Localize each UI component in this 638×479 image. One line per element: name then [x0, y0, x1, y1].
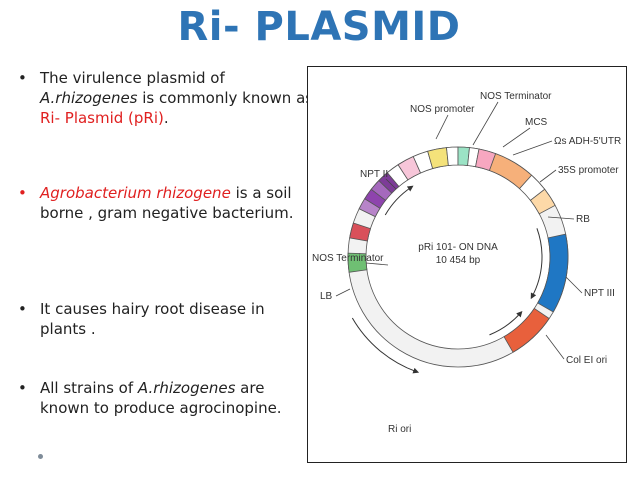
bullet-1-post: . [163, 109, 169, 127]
bullet-1-pre: The virulence plasmid of [40, 69, 225, 87]
center-name: pRi 101- ON DNA [418, 242, 498, 253]
leader-nos-terminator-left [365, 262, 389, 266]
segment-nos-terminator-left [349, 222, 372, 242]
direction-arrows [351, 185, 543, 374]
bullet-4-italic: A.rhizogenes [137, 379, 236, 397]
bullet-2-red-italic: Agrobacterium rhizogene [40, 184, 231, 202]
segment-lb [347, 252, 368, 273]
label-npt2: NPT II [360, 169, 388, 180]
leader-npt2 [385, 178, 397, 190]
leader-nos-promoter [435, 114, 449, 140]
bullet-4: • All strains of A.rhizogenes are known … [14, 378, 314, 418]
bullet-dot: • [18, 69, 27, 87]
arrow-npt3 [530, 228, 543, 300]
bullet-1: • The virulence plasmid of A.rhizogenes … [14, 68, 314, 128]
bullet-2: • Agrobacterium rhizogene is a soil born… [14, 183, 314, 223]
label-35s-promoter: 35S promoter [558, 165, 619, 176]
bullet-dot: • [18, 184, 27, 202]
label-ri-ori: Ri ori [388, 424, 411, 435]
label-leaders [335, 101, 583, 360]
plasmid-diagram: pRi 101- ON DNA 10 454 bp NOS promoter N… [307, 66, 627, 463]
label-nos-terminator-left: NOS Terminator [312, 253, 384, 264]
bullet-2-post: is a soil borne , gram negative bacteriu… [40, 184, 294, 222]
plasmid-svg: pRi 101- ON DNA 10 454 bp NOS promoter N… [312, 91, 621, 435]
label-colei-ori: Col EI ori [566, 355, 607, 366]
arrow-ri-ori [351, 317, 420, 374]
segment-rb [529, 188, 556, 215]
label-nos-terminator-top: NOS Terminator [480, 91, 552, 102]
center-size: 10 454 bp [436, 255, 481, 266]
bullet-dot: • [18, 379, 27, 397]
arrow-npt2 [384, 185, 414, 216]
leader-lb [335, 288, 351, 297]
label-mcs: MCS [525, 117, 548, 128]
segment-colei [503, 307, 550, 353]
bullet-3-text: It causes hairy root disease in plants . [40, 300, 265, 338]
bullet-dot: • [18, 300, 27, 318]
segment-spacer [446, 146, 459, 166]
leader-colei [545, 334, 565, 360]
bullet-3: • It causes hairy root disease in plants… [14, 299, 314, 339]
segment-npt2-d [378, 172, 400, 194]
leader-omega-adh [512, 140, 553, 156]
bullet-4-pre: All strains of [40, 379, 138, 397]
leader-npt3 [565, 276, 583, 294]
leader-rb [547, 216, 575, 220]
label-lb: LB [320, 291, 333, 302]
plasmid-ring [347, 146, 569, 368]
label-rb: RB [576, 214, 590, 225]
decorative-dot [38, 454, 43, 459]
leader-nos-terminator [472, 101, 499, 146]
bullet-1-red: Ri- Plasmid (pRi) [40, 109, 164, 127]
bullet-1-mid: is commonly known as [137, 89, 314, 107]
slide-title: Ri- PLASMID [177, 4, 461, 50]
label-npt3: NPT III [584, 288, 615, 299]
label-omega-adh: Ωs ADH-5'UTR [554, 136, 621, 147]
bullet-1-italic: A.rhizogenes [40, 89, 138, 107]
leader-35s-promoter [539, 169, 557, 183]
bullet-4-post: are known to produce agrocinopine. [40, 379, 282, 417]
label-nos-promoter: NOS promoter [410, 104, 475, 115]
segment-npt3 [537, 233, 569, 313]
leader-mcs [502, 127, 531, 148]
arrow-colei [489, 310, 523, 336]
